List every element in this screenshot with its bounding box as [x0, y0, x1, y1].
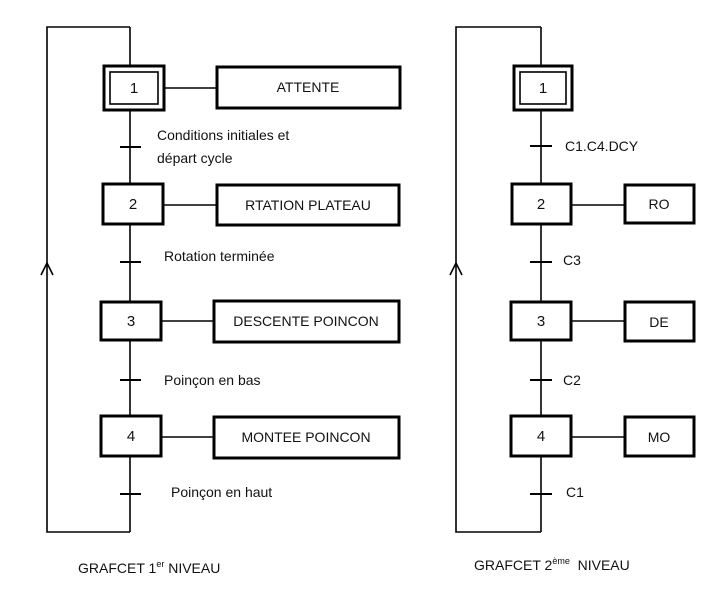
grafcet-1-transition-4-line-1: Poinçon en haut — [171, 484, 272, 500]
grafcet-1-action-2: RTATION PLATEAU — [215, 183, 401, 227]
grafcet-2-transition-4-line-1: C1 — [566, 484, 584, 500]
grafcet-1-action-4: MONTEE POINCON — [212, 415, 401, 460]
grafcet-2-step-1-number: 1 — [539, 80, 547, 97]
grafcet-1-caption-tail: NIVEAU — [164, 560, 220, 576]
grafcet-1-transition-1-line-2: départ cycle — [157, 150, 233, 166]
grafcet-1-step-3-number: 3 — [127, 313, 135, 330]
grafcet-2-action-3: DE — [623, 300, 696, 343]
grafcet-1-step-1: 1 — [102, 64, 166, 112]
grafcet-2-step-4-number: 4 — [537, 428, 545, 445]
grafcet-2-action-4-label: MO — [648, 429, 671, 445]
grafcet-1-action-2-label: RTATION PLATEAU — [245, 197, 371, 213]
grafcet-1-caption-main: GRAFCET 1 — [78, 560, 157, 576]
grafcet-2-step-3: 3 — [509, 300, 573, 342]
grafcet-level-1: 1 ATTENTE Conditions initiales et départ… — [40, 26, 402, 576]
grafcet-2-transition-3-line-1: C2 — [563, 372, 581, 388]
grafcet-2-return-arrow-icon — [449, 261, 463, 276]
grafcet-1-caption: GRAFCET 1er NIVEAU — [78, 559, 220, 576]
grafcet-1-action-3: DESCENTE POINCON — [212, 299, 401, 344]
grafcet-2-step-2-number: 2 — [537, 196, 545, 213]
grafcet-2-step-4: 4 — [509, 414, 573, 458]
grafcet-1-step-4-number: 4 — [127, 428, 135, 445]
grafcet-2-caption-tail: NIVEAU — [570, 557, 630, 573]
grafcet-2-transition-1-line-1: C1.C4.DCY — [565, 138, 639, 154]
grafcet-2-step-3-number: 3 — [537, 313, 545, 330]
grafcet-2-caption-main: GRAFCET 2 — [474, 557, 553, 573]
grafcet-1-step-4: 4 — [99, 414, 163, 458]
grafcet-1-action-1-label: ATTENTE — [277, 79, 340, 95]
grafcet-2-transition-2-line-1: C3 — [563, 252, 581, 268]
grafcet-2-step-2: 2 — [510, 182, 573, 226]
grafcet-2-caption: GRAFCET 2ème NIVEAU — [474, 556, 630, 573]
grafcet-1-action-4-label: MONTEE POINCON — [241, 429, 370, 445]
grafcet-2-action-2-label: RO — [649, 196, 670, 212]
grafcet-1-step-2: 2 — [101, 182, 165, 226]
grafcet-2-action-2: RO — [623, 183, 696, 225]
grafcet-1-step-2-number: 2 — [129, 196, 137, 213]
grafcet-2-action-4: MO — [623, 415, 696, 458]
grafcet-1-action-3-label: DESCENTE POINCON — [233, 313, 378, 329]
grafcet-1-return-arrow-icon — [40, 261, 54, 276]
grafcet-level-2: 1 C1.C4.DCY 2 RO C3 3 DE C2 — [449, 26, 696, 573]
grafcet-2-step-1: 1 — [512, 64, 574, 112]
grafcet-2-caption-sup: ème — [552, 556, 570, 566]
grafcet-1-step-3: 3 — [99, 300, 163, 342]
grafcet-2-action-3-label: DE — [649, 314, 668, 330]
grafcet-1-action-1: ATTENTE — [215, 65, 402, 110]
grafcet-1-caption-sup: er — [156, 559, 164, 569]
grafcet-1-transition-3-line-1: Poinçon en bas — [164, 372, 261, 388]
grafcet-1-transition-2-line-1: Rotation terminée — [164, 248, 275, 264]
grafcet-1-step-1-number: 1 — [130, 80, 138, 97]
grafcet-1-transition-1-line-1: Conditions initiales et — [157, 127, 289, 143]
